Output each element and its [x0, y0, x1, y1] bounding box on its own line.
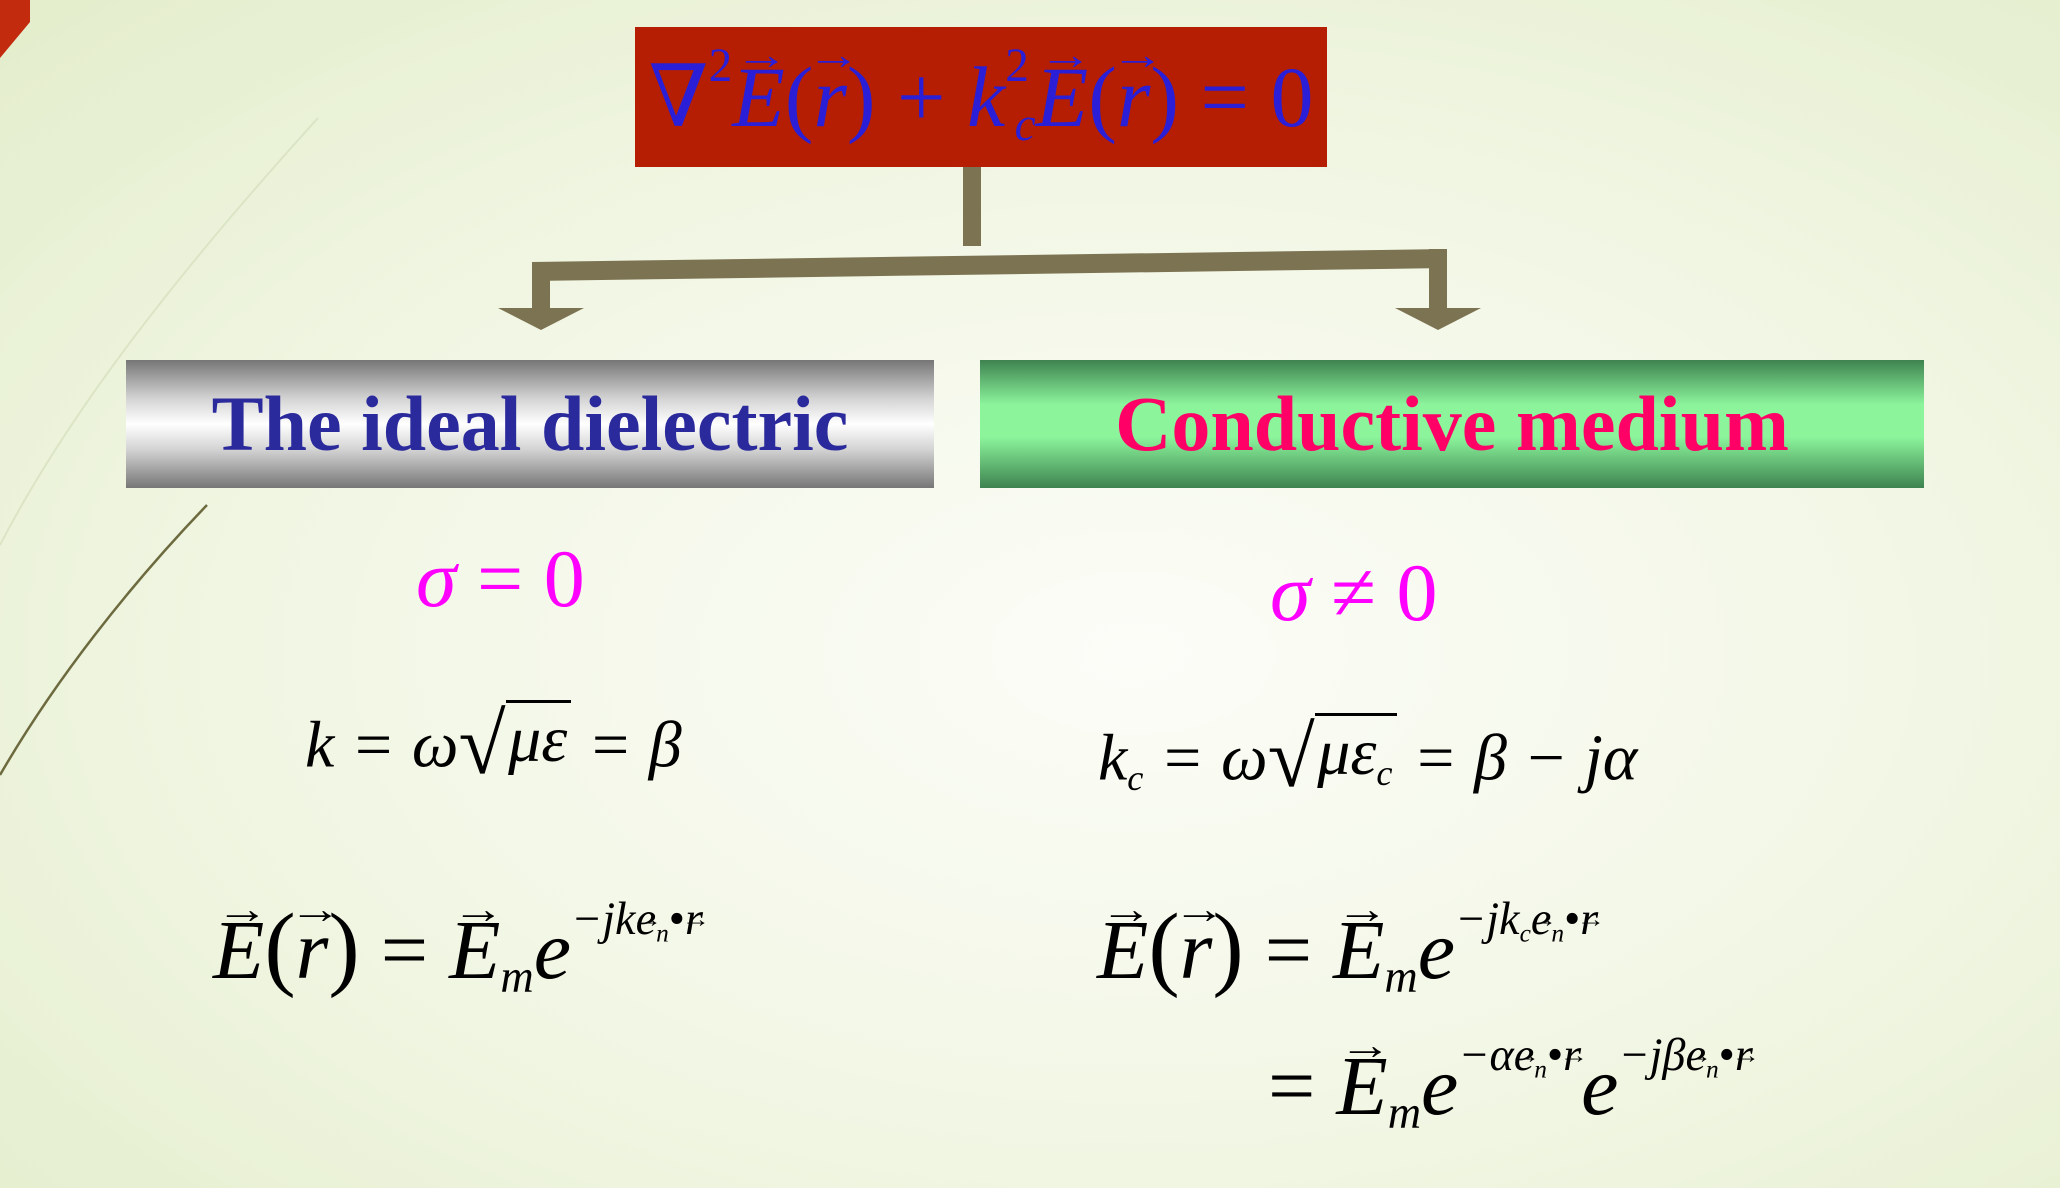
corner-marker [0, 0, 30, 58]
arrow-right-head [1395, 308, 1481, 330]
arrow-left-stem [532, 262, 550, 308]
left-field-equation: E(r) = Eme−jken•r [213, 896, 703, 1000]
right-field-equation: E(r) = Eme−jkcen•r [1097, 896, 1598, 1000]
right-field-expanded-equation: = Eme−αen•re−jβen•r [1268, 1032, 1753, 1136]
helmholtz-equation: ∇2E(r) + k2cE(r) = 0 [649, 42, 1314, 148]
arrow-left-head [498, 308, 584, 330]
right-wavenumber-equation: kc = ω√μεc = β − jα [1098, 710, 1638, 806]
decor-swoosh-dark [0, 504, 208, 776]
ideal-dielectric-label: The ideal dielectric [126, 360, 934, 488]
decor-swoosh-thin [0, 117, 319, 546]
conductive-medium-label: Conductive medium [980, 360, 1924, 488]
right-sigma-equation: σ ≠ 0 [1270, 547, 1438, 638]
left-sigma-equation: σ = 0 [416, 533, 585, 624]
arrow-crossbar [532, 249, 1447, 281]
arrow-right-stem [1429, 249, 1447, 308]
helmholtz-equation-box: ∇2E(r) + k2cE(r) = 0 [635, 27, 1327, 167]
left-wavenumber-equation: k = ω√με = β [305, 697, 682, 793]
arrow-stem [963, 151, 981, 246]
